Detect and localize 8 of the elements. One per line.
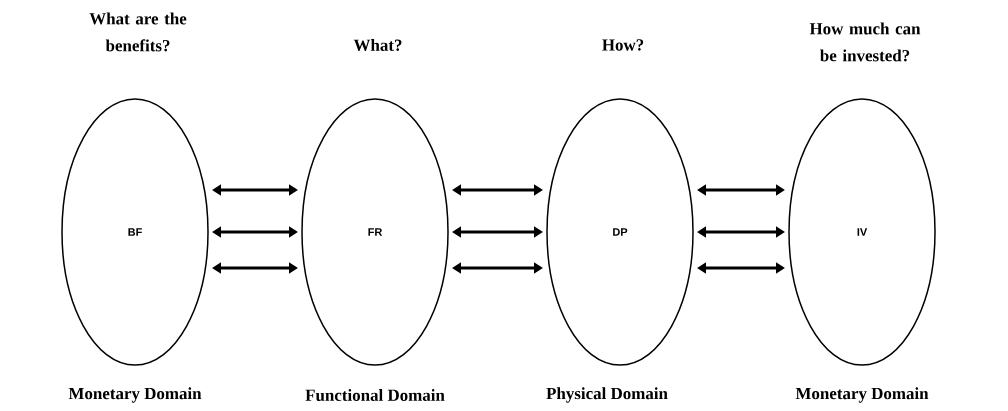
domain-label: Functional Domain bbox=[305, 389, 445, 401]
domain-label: Monetary Domain bbox=[795, 387, 929, 403]
domain-label: Physical Domain bbox=[546, 387, 668, 403]
question-heading: What are the benefits? bbox=[89, 12, 187, 52]
question-heading: How? bbox=[602, 39, 644, 51]
domain-label: Monetary Domain bbox=[68, 387, 202, 403]
question-heading: What? bbox=[353, 39, 402, 51]
question-heading: How much can be invested? bbox=[809, 22, 921, 62]
